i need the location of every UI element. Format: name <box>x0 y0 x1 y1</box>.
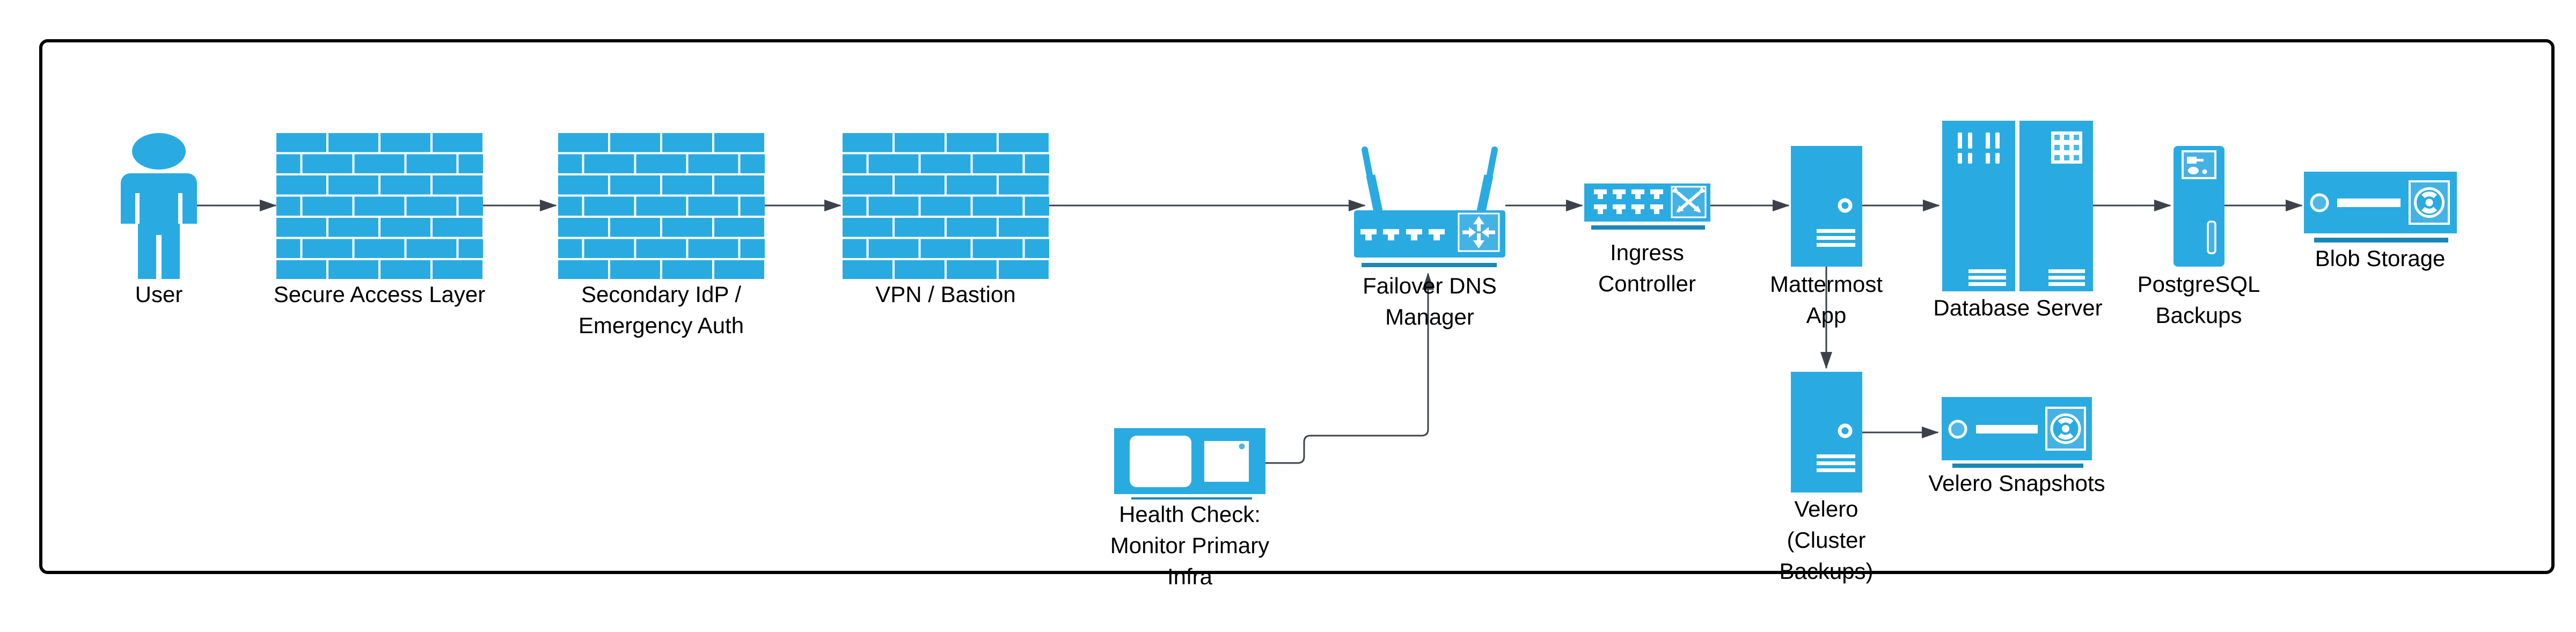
node-mattermost-label-line1: Mattermost <box>1769 271 1883 297</box>
node-health-check-label-line1: Health Check: <box>1119 502 1261 527</box>
firewall-icon <box>843 133 1049 279</box>
node-velero-label-line3: Backups) <box>1779 558 1874 584</box>
node-secure-access-layer[interactable] <box>276 133 483 279</box>
node-blob-storage[interactable] <box>2304 172 2457 242</box>
node-failover-dns-manager[interactable] <box>1354 146 1505 271</box>
node-ingress-label-line2: Controller <box>1598 271 1696 296</box>
wireless-router-icon <box>1354 146 1505 267</box>
node-vpn-bastion-label: VPN / Bastion <box>875 282 1016 307</box>
node-velero[interactable] <box>1791 372 1862 493</box>
node-blob-storage-label: Blob Storage <box>2315 246 2446 271</box>
node-database-server[interactable] <box>1942 121 2093 291</box>
node-secondary-idp[interactable] <box>558 133 765 279</box>
server-rack-icon <box>1942 121 2093 291</box>
network-switch-icon <box>1584 183 1710 230</box>
node-ingress-controller[interactable] <box>1584 183 1710 230</box>
node-mattermost-app[interactable] <box>1791 146 1862 267</box>
node-secondary-idp-label-line2: Emergency Auth <box>578 313 744 338</box>
node-velero-snapshots-label: Velero Snapshots <box>1928 471 2105 496</box>
node-failover-dns-label-line2: Manager <box>1385 304 1474 329</box>
node-velero-snapshots[interactable] <box>1942 397 2092 468</box>
node-health-check[interactable] <box>1114 428 1265 501</box>
node-database-label: Database Server <box>1933 295 2103 320</box>
tower-server-icon <box>1791 146 1862 267</box>
node-velero-label-line2: (Cluster <box>1787 527 1866 553</box>
node-mattermost-label-line2: App <box>1806 303 1847 328</box>
storage-appliance-icon <box>2304 172 2457 242</box>
node-secondary-idp-label-line1: Secondary IdP / <box>581 282 742 307</box>
node-velero-label-line1: Velero <box>1794 496 1858 521</box>
storage-appliance-icon <box>1942 397 2092 468</box>
firewall-icon <box>276 133 483 279</box>
monitor-icon <box>1114 428 1265 499</box>
person-icon <box>121 133 197 279</box>
node-user-label: User <box>135 282 183 307</box>
node-secure-access-label: Secure Access Layer <box>273 282 486 307</box>
firewall-icon <box>558 133 765 279</box>
node-health-check-label-line2: Monitor Primary <box>1110 533 1270 558</box>
node-postgresql-label-line2: Backups <box>2155 303 2242 328</box>
node-health-check-label-line3: Infra <box>1167 564 1213 589</box>
backup-server-icon <box>2174 146 2224 267</box>
node-failover-dns-label-line1: Failover DNS <box>1363 273 1497 298</box>
node-postgresql-label-line1: PostgreSQL <box>2137 271 2260 297</box>
node-ingress-label-line1: Ingress <box>1610 240 1684 265</box>
tower-server-icon <box>1791 372 1862 493</box>
node-postgresql-backups[interactable] <box>2174 146 2224 267</box>
node-user[interactable] <box>121 133 197 279</box>
diagram-border <box>39 39 2555 574</box>
node-vpn-bastion[interactable] <box>843 133 1049 279</box>
